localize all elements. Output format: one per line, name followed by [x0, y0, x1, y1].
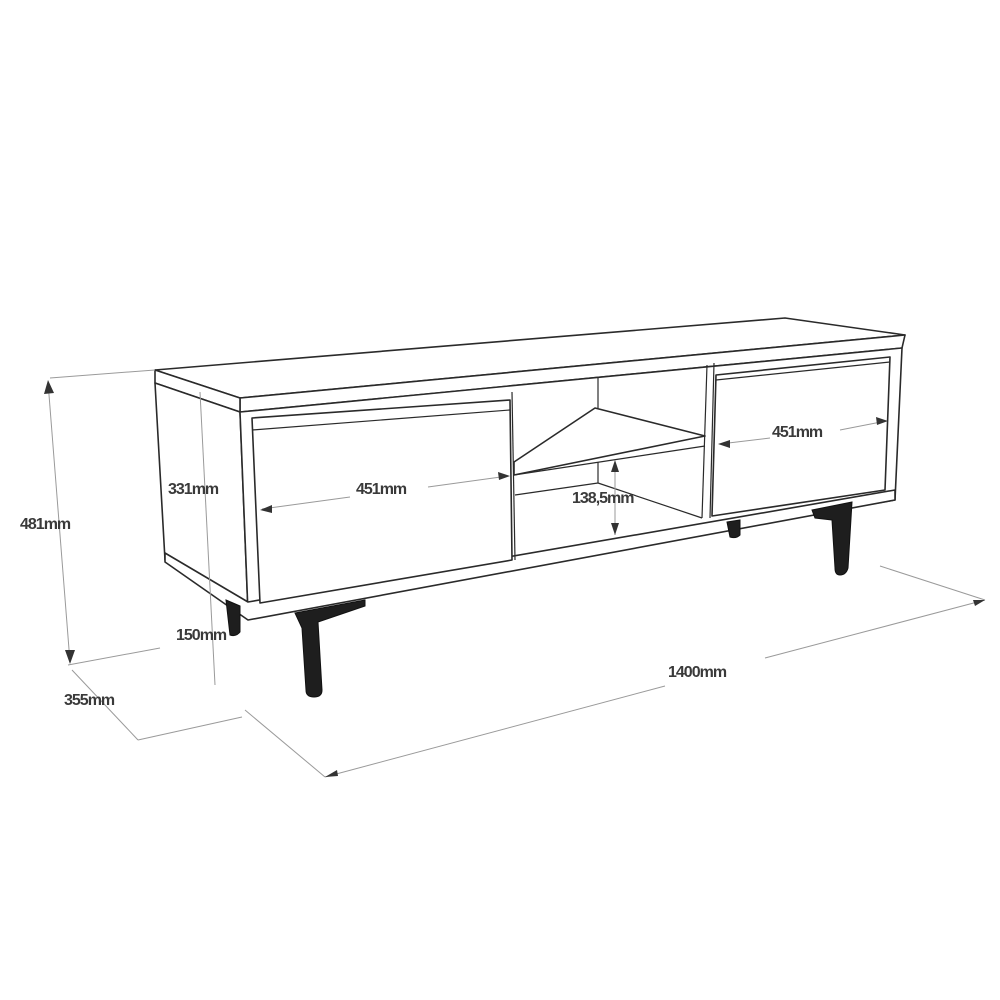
left-door-dim-b: [427, 475, 509, 488]
width-dim-line-a: [324, 685, 666, 778]
right-door-top-line: [715, 361, 891, 381]
front-right-leg: [811, 501, 853, 576]
back-right-leg: [726, 519, 741, 539]
back-left-leg: [225, 599, 241, 637]
front-left-leg: [294, 599, 366, 698]
arrow-right-icon: [498, 472, 510, 480]
body-height-dim-line: [199, 391, 216, 686]
width-ext-right: [879, 565, 986, 601]
depth-ext-bottom: [137, 716, 243, 741]
right-door: [711, 356, 891, 517]
arrow-right-icon: [973, 600, 985, 606]
depth-label: 355mm: [64, 692, 115, 709]
middle-left-divider: [511, 391, 516, 561]
arrow-up-icon: [44, 380, 54, 394]
height-dim-line: [47, 381, 71, 663]
lower-floor-line: [514, 482, 599, 496]
arrow-up-icon: [611, 460, 619, 472]
left-door: [251, 399, 513, 604]
middle-right-divider-2: [709, 362, 715, 519]
left-door-top-line: [251, 409, 511, 431]
total-height-label: 481mm: [20, 516, 71, 533]
arrow-left-icon: [260, 505, 272, 513]
depth-ext-top: [67, 647, 161, 666]
depth-dim-line: [71, 669, 139, 741]
left-door-width-label: 451mm: [356, 481, 407, 498]
height-ext-top: [49, 369, 156, 379]
right-door-width-label: 451mm: [772, 424, 823, 441]
shelf-gap-label: 138,5mm: [572, 490, 634, 507]
width-ext-left: [244, 709, 326, 778]
width-dim-line-b: [764, 599, 986, 659]
arrow-left-icon: [718, 440, 730, 448]
arrow-left-icon: [325, 770, 338, 777]
width-label: 1400mm: [668, 664, 727, 681]
body-height-label: 331mm: [168, 481, 219, 498]
middle-right-divider: [701, 364, 708, 519]
shelf-front-edge: [513, 445, 706, 476]
arrow-right-icon: [876, 417, 888, 425]
arrow-down-icon: [611, 523, 619, 535]
arrow-down-icon: [65, 650, 75, 664]
left-door-dim-a: [261, 496, 351, 510]
leg-height-label: 150mm: [176, 627, 227, 644]
